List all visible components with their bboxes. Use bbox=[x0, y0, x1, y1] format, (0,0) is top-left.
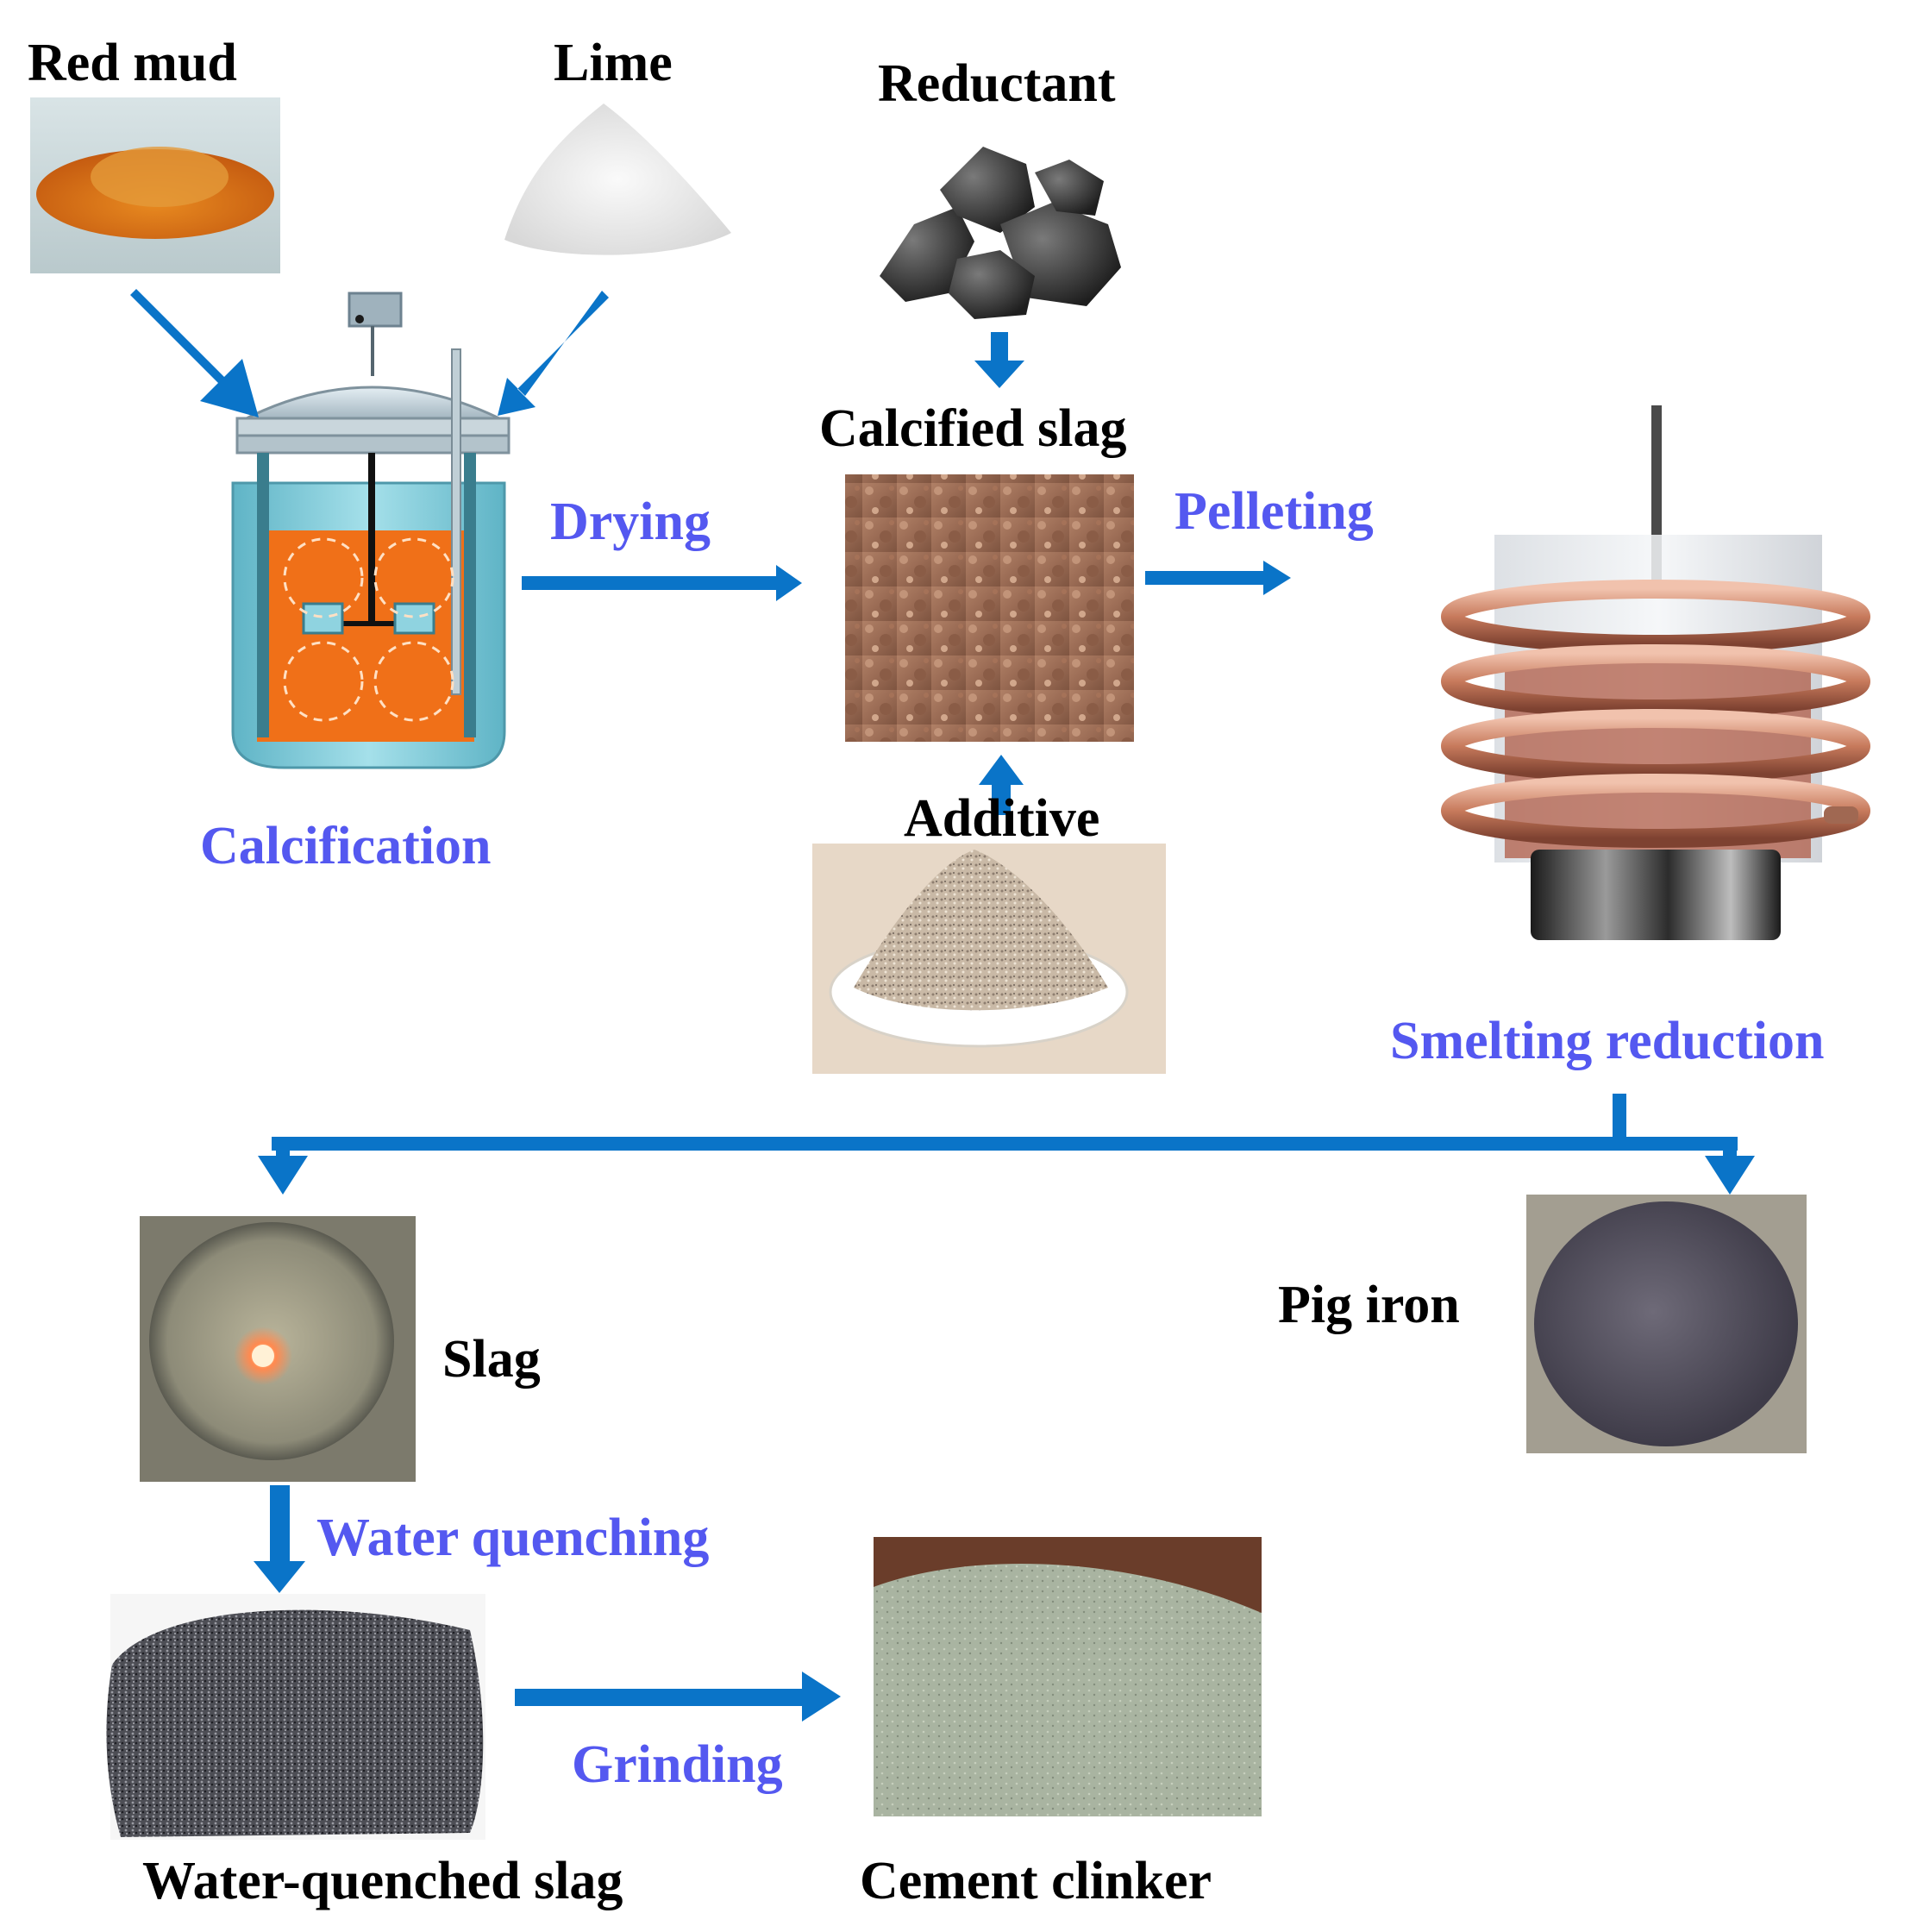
label-calcified-slag: Calcified slag bbox=[819, 399, 1127, 458]
label-red-mud: Red mud bbox=[28, 34, 237, 92]
additive-image bbox=[812, 844, 1166, 1074]
cement-clinker-image bbox=[874, 1537, 1262, 1816]
arrow-grinding bbox=[515, 1672, 841, 1722]
pig-iron-image bbox=[1526, 1195, 1807, 1453]
arrow-reductant bbox=[974, 332, 1024, 388]
lime-image bbox=[504, 104, 731, 255]
calcification-reactor bbox=[231, 292, 511, 769]
red-mud-image bbox=[30, 97, 280, 273]
label-pelleting: Pelleting bbox=[1174, 482, 1374, 541]
arrow-split-bar bbox=[272, 1137, 1738, 1151]
label-calcification: Calcification bbox=[200, 817, 492, 875]
arrow-pelleting bbox=[1145, 561, 1291, 595]
calcified-slag-image bbox=[845, 474, 1134, 742]
label-smelting-reduction: Smelting reduction bbox=[1390, 1012, 1825, 1070]
arrow-to-slag bbox=[258, 1137, 308, 1195]
label-pig-iron: Pig iron bbox=[1278, 1276, 1460, 1334]
water-quenched-slag-image bbox=[106, 1594, 485, 1840]
label-lime: Lime bbox=[554, 34, 673, 92]
flow-arrows bbox=[130, 289, 1755, 1722]
arrow-to-pig-iron bbox=[1705, 1137, 1755, 1195]
arrow-smelting-stem bbox=[1613, 1094, 1626, 1144]
label-water-quenching: Water quenching bbox=[316, 1509, 710, 1567]
arrow-drying bbox=[522, 565, 802, 601]
label-slag: Slag bbox=[442, 1330, 541, 1389]
arrow-additive bbox=[979, 755, 1024, 815]
label-additive: Additive bbox=[904, 789, 1100, 848]
label-drying: Drying bbox=[550, 492, 711, 551]
slag-image bbox=[140, 1216, 416, 1482]
arrow-lime-to-reactor bbox=[498, 291, 609, 416]
arrow-water-quenching bbox=[254, 1485, 305, 1593]
label-grinding: Grinding bbox=[572, 1735, 783, 1794]
label-cement-clinker: Cement clinker bbox=[860, 1852, 1212, 1910]
label-reductant: Reductant bbox=[878, 54, 1116, 113]
induction-furnace-image bbox=[1441, 405, 1870, 940]
reductant-image bbox=[880, 147, 1121, 319]
label-water-quenched-slag: Water-quenched slag bbox=[142, 1852, 623, 1910]
arrow-red-mud-to-reactor bbox=[130, 289, 259, 417]
